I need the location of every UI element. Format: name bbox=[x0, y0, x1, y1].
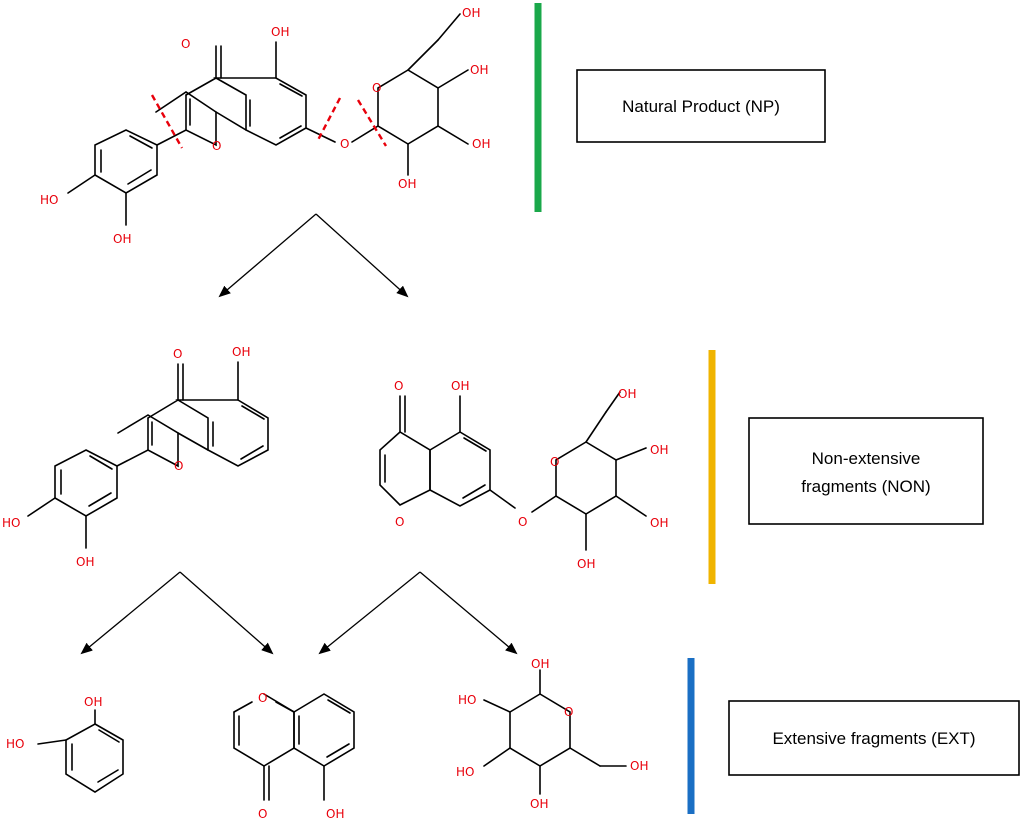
atom-o: O bbox=[372, 81, 381, 95]
non-label-box bbox=[748, 417, 984, 525]
atom-o: O bbox=[181, 37, 190, 51]
atom-ho: HO bbox=[2, 516, 20, 530]
atom-oh: OH bbox=[472, 137, 490, 151]
atom-oh: OH bbox=[232, 345, 250, 359]
non-label-line2: fragments (NON) bbox=[801, 477, 930, 496]
atom-ho: HO bbox=[456, 765, 474, 779]
atom-oh: OH bbox=[577, 557, 595, 571]
atom-o: O bbox=[212, 139, 221, 153]
non-fragment-flavone: O OH O HO OH bbox=[2, 345, 269, 569]
fragmentation-arrow bbox=[315, 213, 409, 298]
atom-o: O bbox=[258, 691, 267, 705]
atom-oh: OH bbox=[113, 232, 131, 246]
atom-ho: HO bbox=[458, 693, 476, 707]
fragmentation-arrow bbox=[179, 571, 274, 655]
atom-oh: OH bbox=[630, 759, 648, 773]
atom-ho: HO bbox=[40, 193, 58, 207]
fragmentation-arrow bbox=[419, 571, 518, 655]
ext-label-box bbox=[728, 700, 1020, 776]
atom-oh: OH bbox=[462, 6, 480, 20]
atom-o: O bbox=[518, 515, 527, 529]
ext-fragment-glucose: OH O HO HO OH OH bbox=[456, 657, 648, 811]
atom-oh: OH bbox=[531, 657, 549, 671]
atom-o: O bbox=[173, 347, 182, 361]
non-fragment-chromone-glycoside: O OH O O O OH OH OH OH bbox=[379, 379, 668, 571]
atom-o: O bbox=[564, 705, 573, 719]
ext-fragment-catechol: OH HO bbox=[6, 695, 124, 793]
atom-oh: OH bbox=[84, 695, 102, 709]
ext-label: Extensive fragments (EXT) bbox=[772, 729, 975, 748]
natural-product-molecule: O OH O O O OH OH OH OH HO OH bbox=[40, 6, 490, 246]
cleavage-mark bbox=[356, 99, 388, 147]
fragmentation-arrow bbox=[218, 213, 317, 298]
ext-fragment-chromone: O O OH bbox=[233, 691, 355, 821]
atom-oh: OH bbox=[271, 25, 289, 39]
atom-oh: OH bbox=[618, 387, 636, 401]
fragmentation-arrow bbox=[80, 571, 181, 655]
np-label-box bbox=[576, 69, 826, 143]
cleavage-mark bbox=[150, 94, 184, 149]
atom-oh: OH bbox=[470, 63, 488, 77]
np-label: Natural Product (NP) bbox=[622, 97, 780, 116]
atom-oh: OH bbox=[650, 516, 668, 530]
atom-o: O bbox=[394, 379, 403, 393]
atom-oh: OH bbox=[650, 443, 668, 457]
atom-o: O bbox=[395, 515, 404, 529]
atom-oh: OH bbox=[326, 807, 344, 821]
atom-o: O bbox=[340, 137, 349, 151]
atom-o: O bbox=[174, 459, 183, 473]
atom-oh: OH bbox=[530, 797, 548, 811]
atom-oh: OH bbox=[398, 177, 416, 191]
atom-o: O bbox=[550, 455, 559, 469]
cleavage-mark bbox=[316, 97, 342, 141]
atom-oh: OH bbox=[451, 379, 469, 393]
fragmentation-arrow bbox=[318, 571, 421, 655]
atom-oh: OH bbox=[76, 555, 94, 569]
atom-ho: HO bbox=[6, 737, 24, 751]
atom-o: O bbox=[258, 807, 267, 821]
non-label-line1: Non-extensive bbox=[812, 449, 921, 468]
